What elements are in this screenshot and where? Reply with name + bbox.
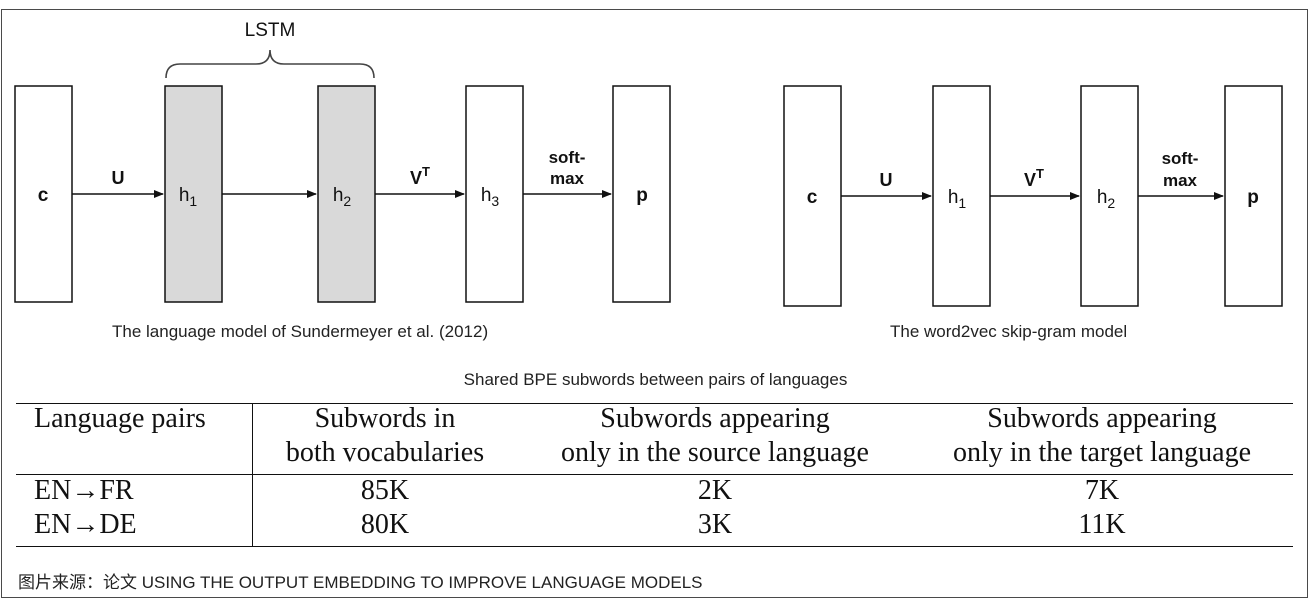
- table-row-1-source: 2K: [697, 475, 733, 506]
- node-p-label: p: [636, 185, 648, 206]
- edge-label-u: U: [112, 168, 125, 188]
- edge-label-max: max: [550, 169, 585, 188]
- node-c-label: c: [38, 185, 49, 206]
- left-diagram-caption: The language model of Sundermeyer et al.…: [112, 322, 489, 341]
- table-row-2-target: 11K: [1078, 509, 1126, 540]
- node-h1-right-label: h1: [948, 187, 967, 211]
- node-p-right: [1224, 85, 1283, 307]
- header-both-vocab-line1: Subwords in: [314, 403, 456, 434]
- node-h1: [164, 85, 223, 303]
- lstm-brace: [165, 49, 375, 79]
- header-both-vocab-line2: both vocabularies: [285, 437, 485, 468]
- node-p-right-label: p: [1247, 187, 1259, 208]
- lstm-label: LSTM: [245, 20, 296, 41]
- right-diagram: c h1 h2 p U VT soft- max: [783, 85, 1283, 307]
- node-h2-right-label: h2: [1097, 187, 1116, 211]
- table-row-2-pair: EN→DE: [34, 509, 137, 540]
- table-header-rule: [16, 474, 1293, 475]
- node-h3-label: h3: [481, 185, 500, 209]
- table-title: Shared BPE subwords between pairs of lan…: [463, 370, 848, 389]
- node-c: [14, 85, 73, 303]
- right-diagram-caption: The word2vec skip-gram model: [890, 322, 1128, 341]
- table-row-1-target: 7K: [1084, 475, 1120, 506]
- node-c-right-label: c: [807, 187, 818, 208]
- table-row-2-both: 80K: [360, 509, 410, 540]
- architecture-diagrams: LSTM c h1 h2 h3 p U VT soft- max c h1 h2…: [14, 20, 1283, 307]
- node-h3: [465, 85, 524, 303]
- header-source-only-line1: Subwords appearing: [600, 403, 830, 434]
- table-column-divider: [252, 403, 253, 546]
- edge-label-soft: soft-: [549, 148, 586, 167]
- header-language-pairs: Language pairs: [34, 403, 206, 434]
- header-source-only-line2: only in the source language: [561, 437, 869, 468]
- node-h2-right: [1080, 85, 1139, 307]
- node-p: [612, 85, 671, 303]
- table-row-1-both: 85K: [360, 475, 410, 506]
- edge-label-vt-right: VT: [1024, 166, 1044, 190]
- table-top-rule: [16, 403, 1293, 404]
- header-target-only-line1: Subwords appearing: [987, 403, 1217, 434]
- table-row-2-source: 3K: [697, 509, 733, 540]
- edge-label-max-right: max: [1163, 171, 1198, 190]
- source-note: 图片来源：论文 USING THE OUTPUT EMBEDDING TO IM…: [18, 573, 703, 592]
- header-target-only-line2: only in the target language: [952, 437, 1252, 468]
- figure-frame: [1, 9, 1308, 598]
- left-diagram: LSTM c h1 h2 h3 p U VT soft- max: [14, 20, 671, 303]
- table-row-1-pair: EN→FR: [34, 475, 134, 506]
- node-h2-label: h2: [333, 185, 352, 209]
- node-h1-label: h1: [179, 185, 198, 209]
- table-bottom-rule: [16, 546, 1293, 547]
- edge-label-soft-right: soft-: [1162, 149, 1199, 168]
- node-h1-right: [932, 85, 991, 307]
- edge-label-vt: VT: [410, 164, 430, 188]
- edge-label-u-right: U: [880, 170, 893, 190]
